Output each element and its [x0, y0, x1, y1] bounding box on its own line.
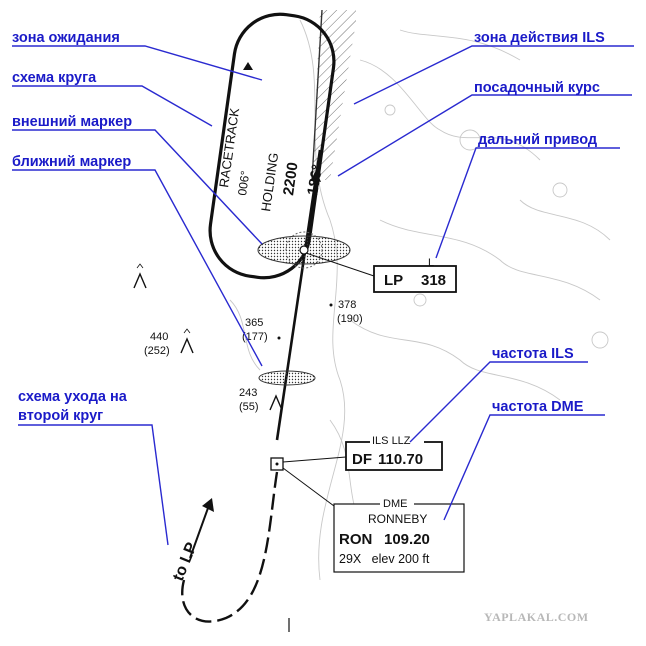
final-approach-course	[275, 149, 322, 441]
obstacle-243: 243 (55)	[239, 387, 283, 413]
holding-inbound-course: 006°	[235, 170, 252, 197]
terrain-contours	[229, 19, 611, 581]
holding-inbound-arrow	[243, 62, 253, 70]
dme-station	[270, 456, 347, 507]
go-around-path	[181, 471, 279, 623]
watermark: YAPLAKAL.COM	[484, 610, 589, 624]
localizer-info-box: ILS LLZ DF 110.70	[345, 434, 443, 471]
annotation-inner-marker: ближний маркер	[12, 154, 131, 170]
inner-marker	[258, 370, 316, 386]
dme-frequency: 109.20	[384, 531, 430, 548]
outer-marker	[257, 231, 351, 269]
obstacle-elevation: 440	[150, 331, 168, 343]
dme-title: DME	[383, 498, 407, 510]
obstacle-elevation: 378	[338, 299, 356, 311]
annotation-circuit: схема круга	[12, 70, 97, 86]
tower-icon	[269, 394, 283, 411]
annotation-go-around: схема ухода на второй круг	[18, 389, 131, 424]
dme-info-box: DME RONNEBY RON 109.20 29X elev 200 ft	[333, 496, 465, 573]
dme-name: RONNEBY	[368, 512, 427, 526]
dme-ident: RON	[339, 531, 372, 548]
holding-racetrack	[208, 12, 336, 280]
annotation-holding-area: зона ожидания	[12, 30, 120, 46]
obstacle-elevation: 365	[245, 317, 263, 329]
annotation-landing-course: посадочный курс	[474, 80, 600, 96]
final-course-label: 186°	[304, 163, 326, 197]
tower-icon	[133, 272, 147, 289]
go-around-line-2: второй круг	[18, 408, 103, 424]
go-around-direction-label: to LP	[170, 540, 201, 584]
localizer-frequency: 110.70	[378, 451, 423, 468]
annotation-outer-marker: внешний маркер	[12, 114, 132, 130]
localizer-ident: DF	[352, 451, 372, 468]
holding-label: HOLDING	[258, 152, 281, 213]
annotation-ils-zone: зона действия ILS	[474, 30, 605, 46]
obstacle-378: 378 (190)	[329, 299, 363, 325]
ndb-marker-letter: L	[428, 257, 434, 269]
holding-altitude: 2200	[280, 161, 301, 196]
annotation-far-ndb: дальний привод	[478, 132, 597, 148]
obstacle-elevation: 243	[239, 387, 257, 399]
localizer-title: ILS LLZ	[372, 435, 411, 447]
ndb-frequency: 318	[421, 272, 446, 289]
obstacle-440: 440 (252)	[144, 328, 194, 357]
dme-details: 29X elev 200 ft	[339, 552, 430, 566]
ndb-info-box: LP 318	[373, 265, 457, 293]
obstacle-height: (55)	[239, 401, 259, 413]
obstacle-height: (190)	[337, 313, 363, 325]
tower-icon	[180, 337, 194, 354]
unlabeled-tower	[133, 263, 147, 289]
annotation-leaders	[12, 45, 634, 546]
annotation-ils-frequency: частота ILS	[492, 346, 574, 362]
annotation-dme-frequency: частота DME	[492, 399, 584, 415]
go-around-line-1: схема ухода на	[18, 389, 128, 405]
obstacle-height: (252)	[144, 345, 170, 357]
ndb-ident: LP	[384, 272, 403, 289]
